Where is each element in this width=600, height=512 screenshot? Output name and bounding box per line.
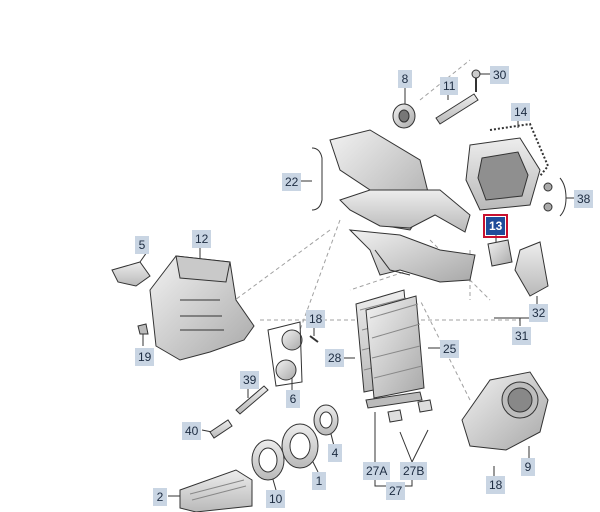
callout-27A[interactable]: 27A xyxy=(363,462,391,480)
callout-5[interactable]: 5 xyxy=(135,236,149,254)
part-40-link xyxy=(209,419,233,439)
part-14-frame xyxy=(465,137,541,211)
callout-18-top[interactable]: 18 xyxy=(306,310,326,328)
part-18-screw xyxy=(309,335,319,343)
callout-14[interactable]: 14 xyxy=(511,103,531,121)
callout-13[interactable]: 13 xyxy=(482,214,509,238)
callout-38[interactable]: 38 xyxy=(574,190,594,208)
callout-25[interactable]: 25 xyxy=(440,340,460,358)
callout-28[interactable]: 28 xyxy=(325,349,345,367)
callout-32[interactable]: 32 xyxy=(529,304,549,322)
part-8-grommet xyxy=(392,103,416,129)
callout-30[interactable]: 30 xyxy=(490,66,510,84)
callout-19[interactable]: 19 xyxy=(135,348,155,366)
part-4-seal xyxy=(313,404,339,436)
callout-22[interactable]: 22 xyxy=(282,173,302,191)
part-2-filter xyxy=(179,469,253,512)
callout-4[interactable]: 4 xyxy=(328,444,342,462)
part-11-bracket xyxy=(435,93,479,125)
part-10-seal xyxy=(251,439,285,481)
callout-11[interactable]: 11 xyxy=(440,77,459,95)
part-14-seal xyxy=(489,122,550,177)
callout-1[interactable]: 1 xyxy=(312,472,326,490)
callout-10[interactable]: 10 xyxy=(266,490,286,508)
callout-9[interactable]: 9 xyxy=(521,458,535,476)
callout-40[interactable]: 40 xyxy=(182,422,202,440)
part-9-blower xyxy=(461,371,549,451)
callout-8[interactable]: 8 xyxy=(398,70,412,88)
part-22-upper-housing xyxy=(329,129,476,283)
part-6-actuator xyxy=(267,321,303,387)
part-12-heater-housing xyxy=(149,255,255,361)
part-38-clips xyxy=(543,182,553,212)
part-13-actuator xyxy=(487,239,513,267)
callout-18-bottom[interactable]: 18 xyxy=(486,476,506,494)
callout-2[interactable]: 2 xyxy=(153,488,167,506)
part-1-seal xyxy=(281,423,319,469)
callout-27[interactable]: 27 xyxy=(386,482,406,500)
callout-27B[interactable]: 27B xyxy=(400,462,428,480)
callout-39[interactable]: 39 xyxy=(240,371,260,389)
callout-6[interactable]: 6 xyxy=(286,390,300,408)
part-27-seals xyxy=(365,391,433,423)
part-5-bracket xyxy=(111,261,151,287)
callout-31[interactable]: 31 xyxy=(512,327,532,345)
callout-12[interactable]: 12 xyxy=(192,230,212,248)
part-39-rod xyxy=(235,385,269,415)
part-25-filter xyxy=(365,295,425,399)
part-19-clip xyxy=(137,323,149,335)
part-30-screw xyxy=(471,69,481,92)
part-32-bracket xyxy=(514,241,549,297)
